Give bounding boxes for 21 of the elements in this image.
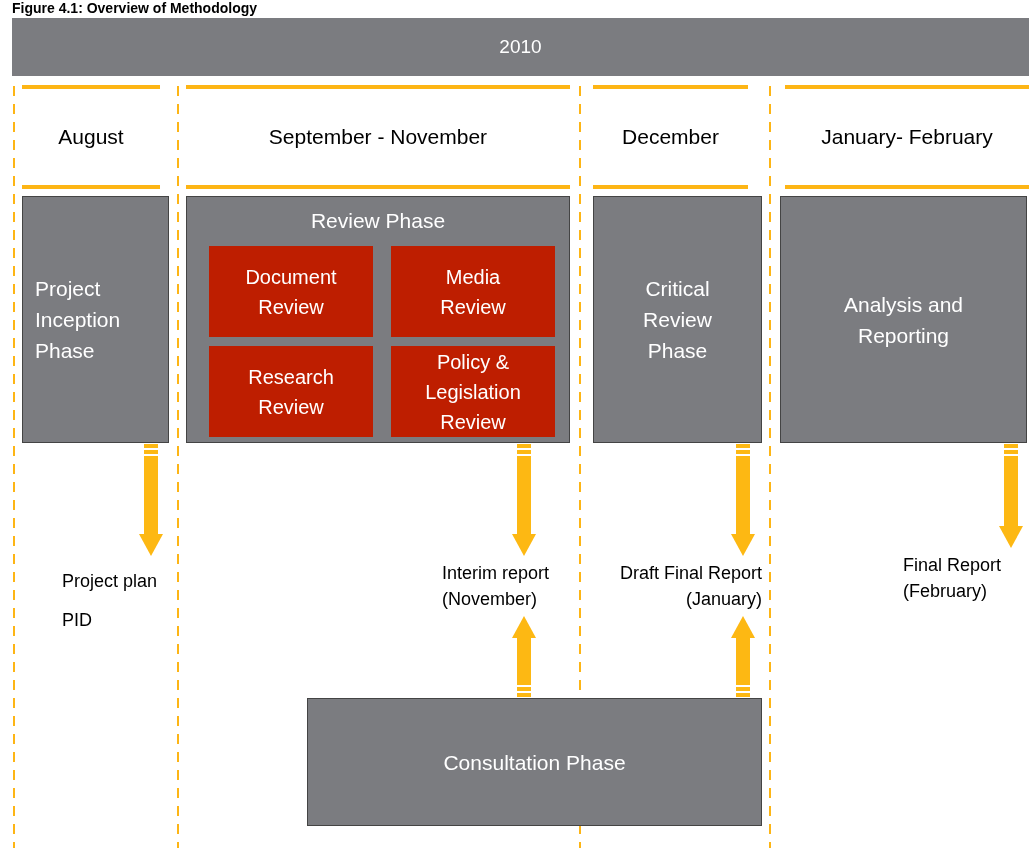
figure-title: Figure 4.1: Overview of Methodology bbox=[12, 0, 258, 17]
phase-heading: Review Phase bbox=[310, 208, 446, 234]
period-header: September - November bbox=[186, 85, 570, 189]
review-box: Research Review bbox=[209, 346, 373, 437]
review-box: Media Review bbox=[391, 246, 555, 337]
deliverable-text: Draft Final Report (January) bbox=[586, 556, 762, 616]
year-bar: 2010 bbox=[12, 18, 1029, 76]
deliverable-text: Interim report (November) bbox=[442, 556, 576, 616]
phase-box: Critical Review Phase bbox=[593, 196, 762, 443]
deliverable-text: PID bbox=[62, 609, 93, 632]
period-header: December bbox=[593, 85, 748, 189]
phase-box: Consultation Phase bbox=[307, 698, 762, 826]
deliverable-text: Project plan bbox=[62, 570, 159, 593]
phase-group-box bbox=[186, 196, 570, 443]
deliverable-text: Final Report (February) bbox=[903, 548, 1027, 608]
phase-box: Project Inception Phase bbox=[22, 196, 169, 443]
review-box: Policy & Legislation Review bbox=[391, 346, 555, 437]
period-header: August bbox=[22, 85, 160, 189]
phase-box: Analysis and Reporting bbox=[780, 196, 1027, 443]
review-box: Document Review bbox=[209, 246, 373, 337]
period-header: January- February bbox=[785, 85, 1029, 189]
